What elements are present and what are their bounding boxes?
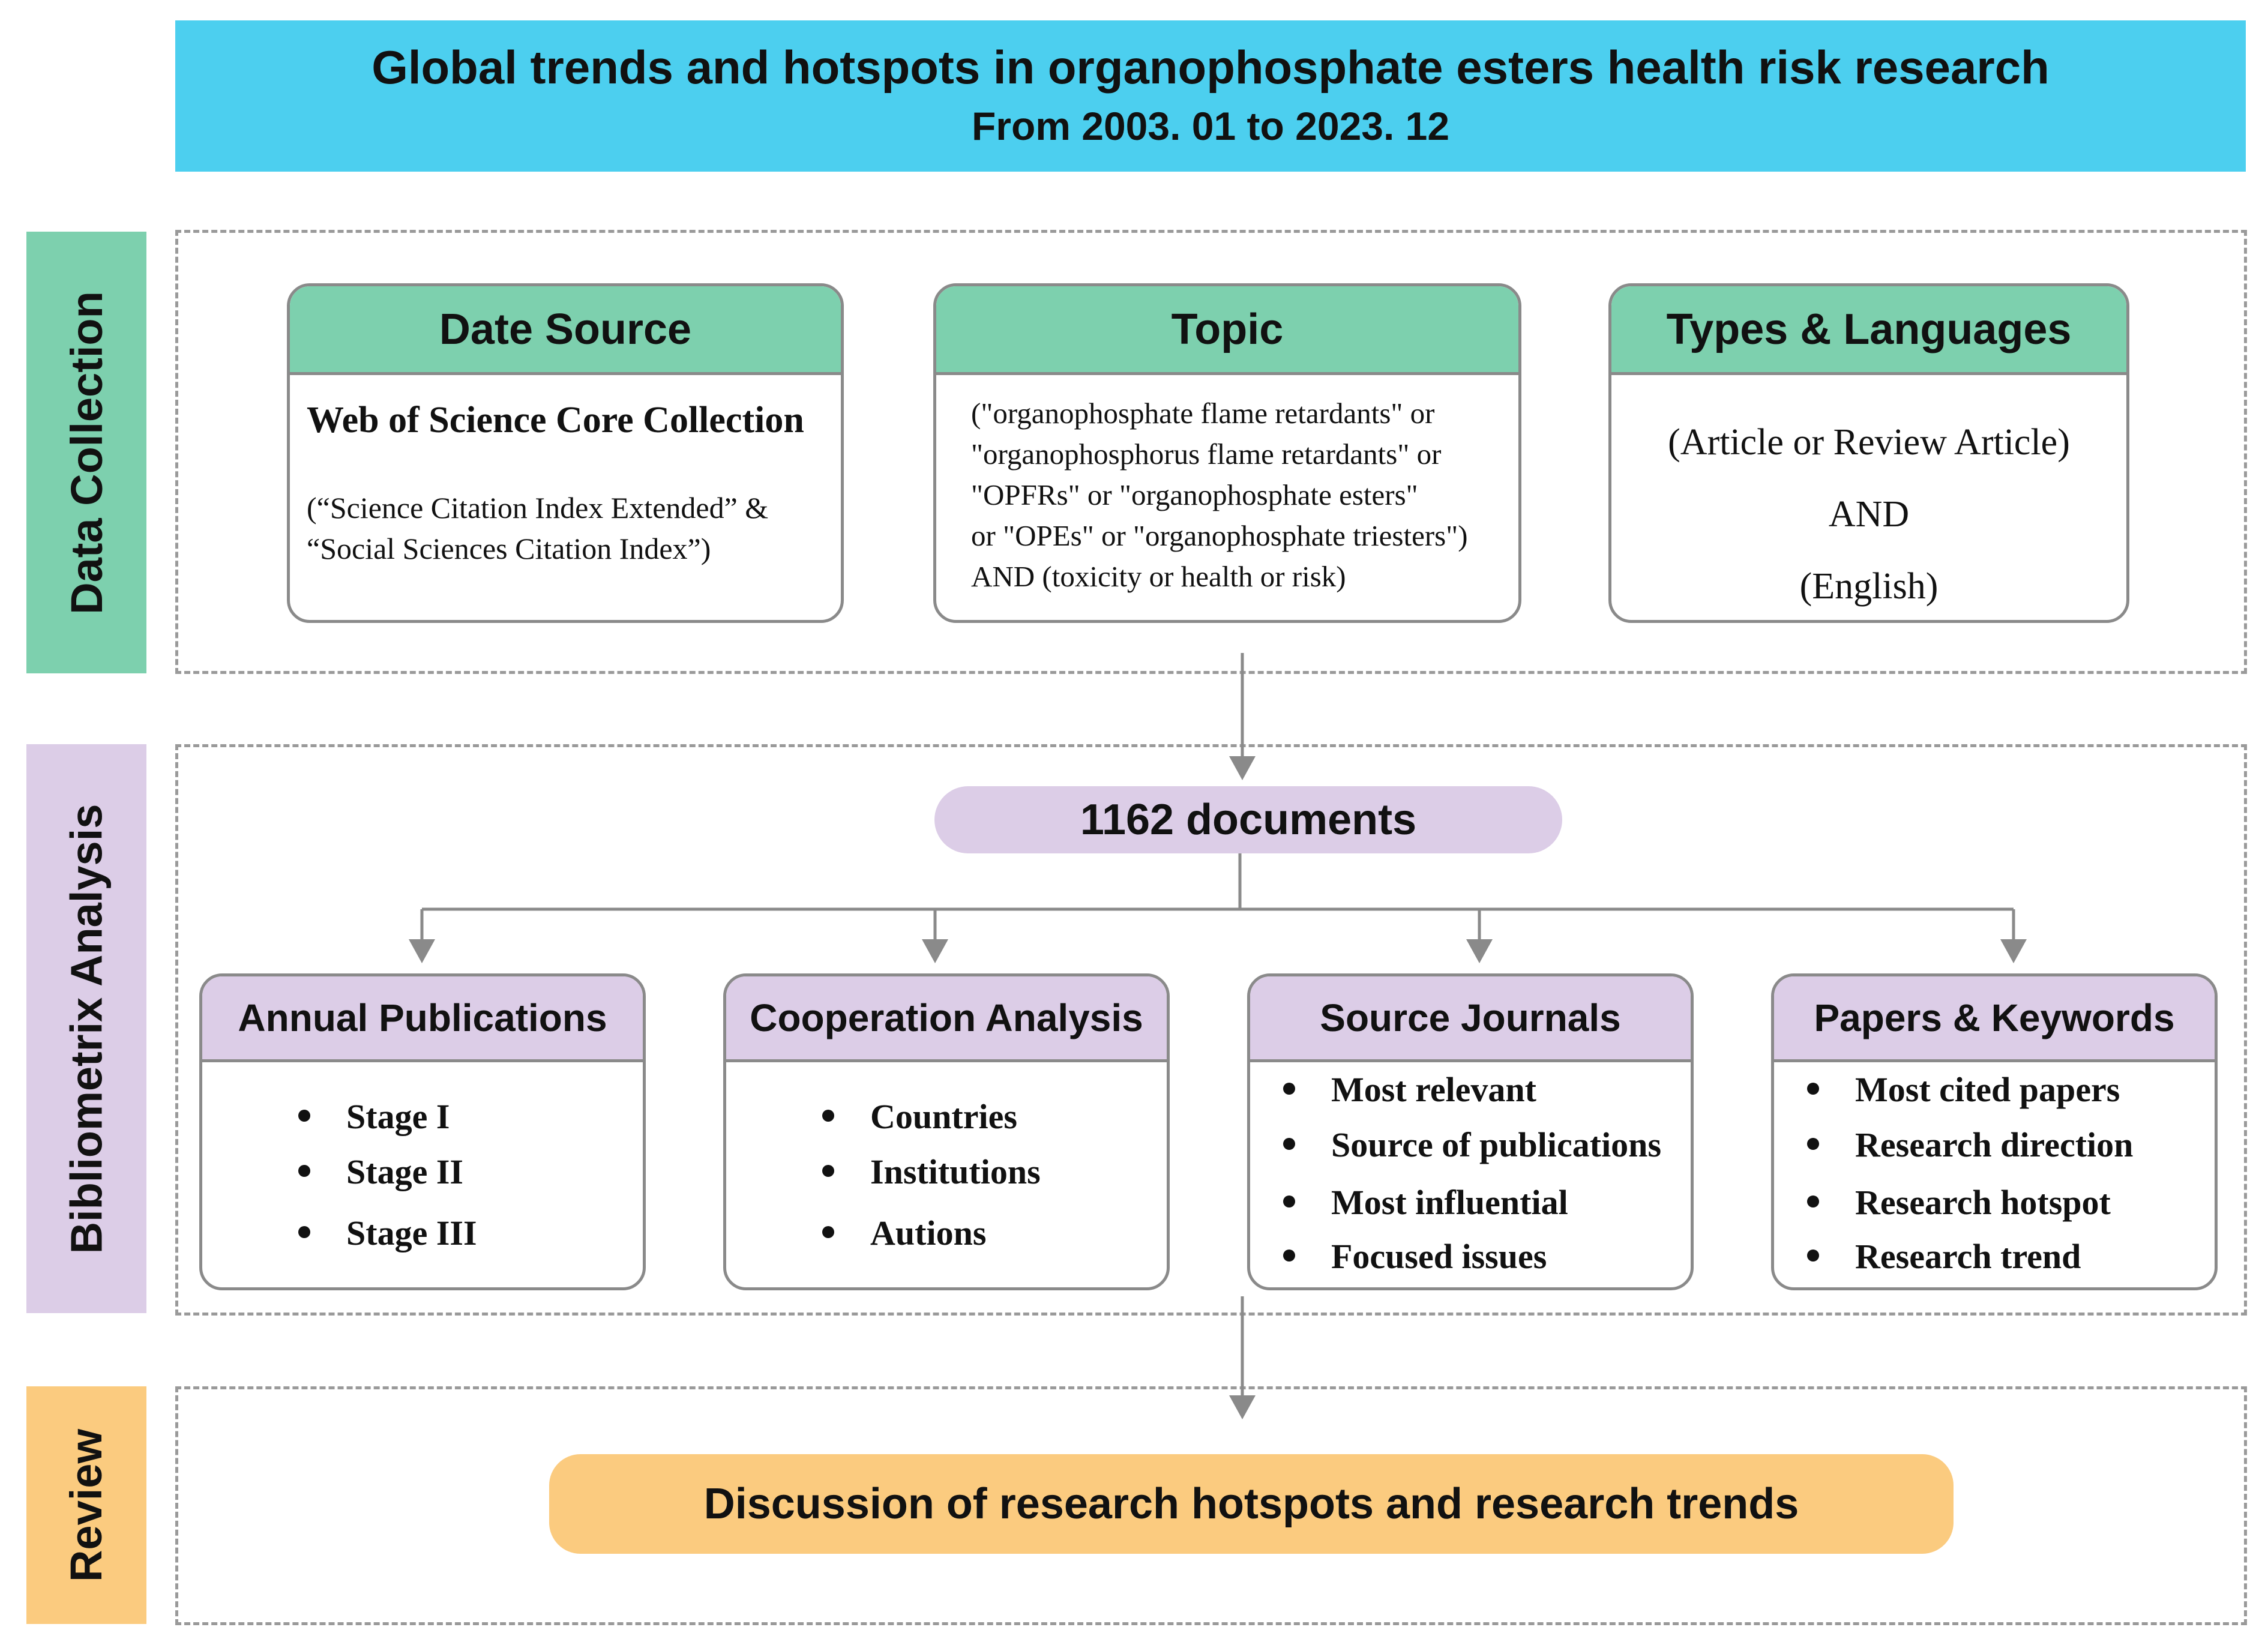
bullet-icon — [1283, 1250, 1295, 1262]
types-filter-line: AND — [1828, 494, 1910, 535]
topic-query-line: ("organophosphate flame retardants" or — [971, 397, 1435, 430]
card-source-journals: Source Journals Most relevant Source of … — [1247, 973, 1694, 1290]
bullet-icon — [822, 1226, 834, 1238]
card-annual-publications-heading: Annual Publications — [202, 976, 643, 1062]
card-source-journals-heading: Source Journals — [1250, 976, 1691, 1062]
section-data-collection — [175, 230, 2247, 674]
arrowhead-journals — [1466, 939, 1493, 963]
bullet-icon — [298, 1226, 310, 1238]
side-label-bibliometrix: Bibliometrix Analysis — [26, 744, 146, 1313]
topic-query-line: "organophosphorus flame retardants" or — [971, 438, 1442, 471]
side-label-data-collection: Data Collection — [26, 232, 146, 673]
section-bibliometrix — [175, 744, 2247, 1316]
card-annual-publications: Annual Publications Stage I Stage II Sta… — [199, 973, 646, 1290]
arrowhead-cooperation — [922, 939, 948, 963]
card-types-languages: Types & Languages (Article or Review Art… — [1608, 283, 2129, 623]
card-cooperation-analysis: Cooperation Analysis Countries Instituti… — [723, 973, 1170, 1290]
card-topic: Topic ("organophosphate flame retardants… — [933, 283, 1521, 623]
bullet-icon — [822, 1110, 834, 1122]
bullet-icon — [1283, 1138, 1295, 1150]
title-banner: Global trends and hotspots in organophos… — [175, 20, 2246, 172]
bullet-icon — [1807, 1250, 1819, 1262]
topic-query-line: or "OPEs" or "organophosphate triesters"… — [971, 519, 1468, 552]
arrowhead-annual — [409, 939, 435, 963]
types-filter-line: (Article or Review Article) — [1668, 422, 2070, 463]
bullet-icon — [1807, 1083, 1819, 1095]
arrowhead-collection — [1229, 756, 1256, 780]
bullet-icon — [298, 1165, 310, 1177]
topic-query: ("organophosphate flame retardants" or "… — [971, 393, 1468, 597]
bullet-icon — [1283, 1083, 1295, 1095]
card-papers-keywords: Papers & Keywords Most cited papers Rese… — [1771, 973, 2218, 1290]
review-discussion-pill: Discussion of research hotspots and rese… — [549, 1454, 1954, 1554]
source-indexes: (“Science Citation Index Extended” & “So… — [307, 487, 768, 569]
card-date-source-heading: Date Source — [290, 286, 841, 375]
card-date-source: Date Source Web of Science Core Collecti… — [287, 283, 844, 623]
card-types-languages-heading: Types & Languages — [1611, 286, 2126, 375]
types-filter-line: (English) — [1799, 566, 1939, 607]
source-index-line: “Social Sciences Citation Index”) — [307, 532, 711, 565]
source-database: Web of Science Core Collection — [307, 400, 804, 441]
arrowhead-papers — [2000, 939, 2027, 963]
bullet-icon — [1807, 1195, 1819, 1207]
types-filter: (Article or Review Article) AND (English… — [1611, 406, 2126, 620]
bullet-icon — [822, 1165, 834, 1177]
diagram-title: Global trends and hotspots in organophos… — [371, 41, 2050, 94]
arrowhead-review — [1229, 1395, 1256, 1419]
bullet-icon — [1807, 1138, 1819, 1150]
topic-query-line: "OPFRs" or "organophosphate esters" — [971, 478, 1418, 511]
card-topic-heading: Topic — [936, 286, 1518, 375]
topic-query-line: AND (toxicity or health or risk) — [971, 560, 1346, 593]
diagram-subtitle: From 2003. 01 to 2023. 12 — [971, 103, 1450, 148]
source-index-line: (“Science Citation Index Extended” & — [307, 491, 769, 525]
card-papers-keywords-heading: Papers & Keywords — [1774, 976, 2215, 1062]
side-label-review: Review — [26, 1386, 146, 1624]
documents-count-pill: 1162 documents — [934, 786, 1562, 853]
bullet-icon — [298, 1110, 310, 1122]
section-review — [175, 1386, 2247, 1625]
bullet-icon — [1283, 1195, 1295, 1207]
card-cooperation-analysis-heading: Cooperation Analysis — [726, 976, 1167, 1062]
